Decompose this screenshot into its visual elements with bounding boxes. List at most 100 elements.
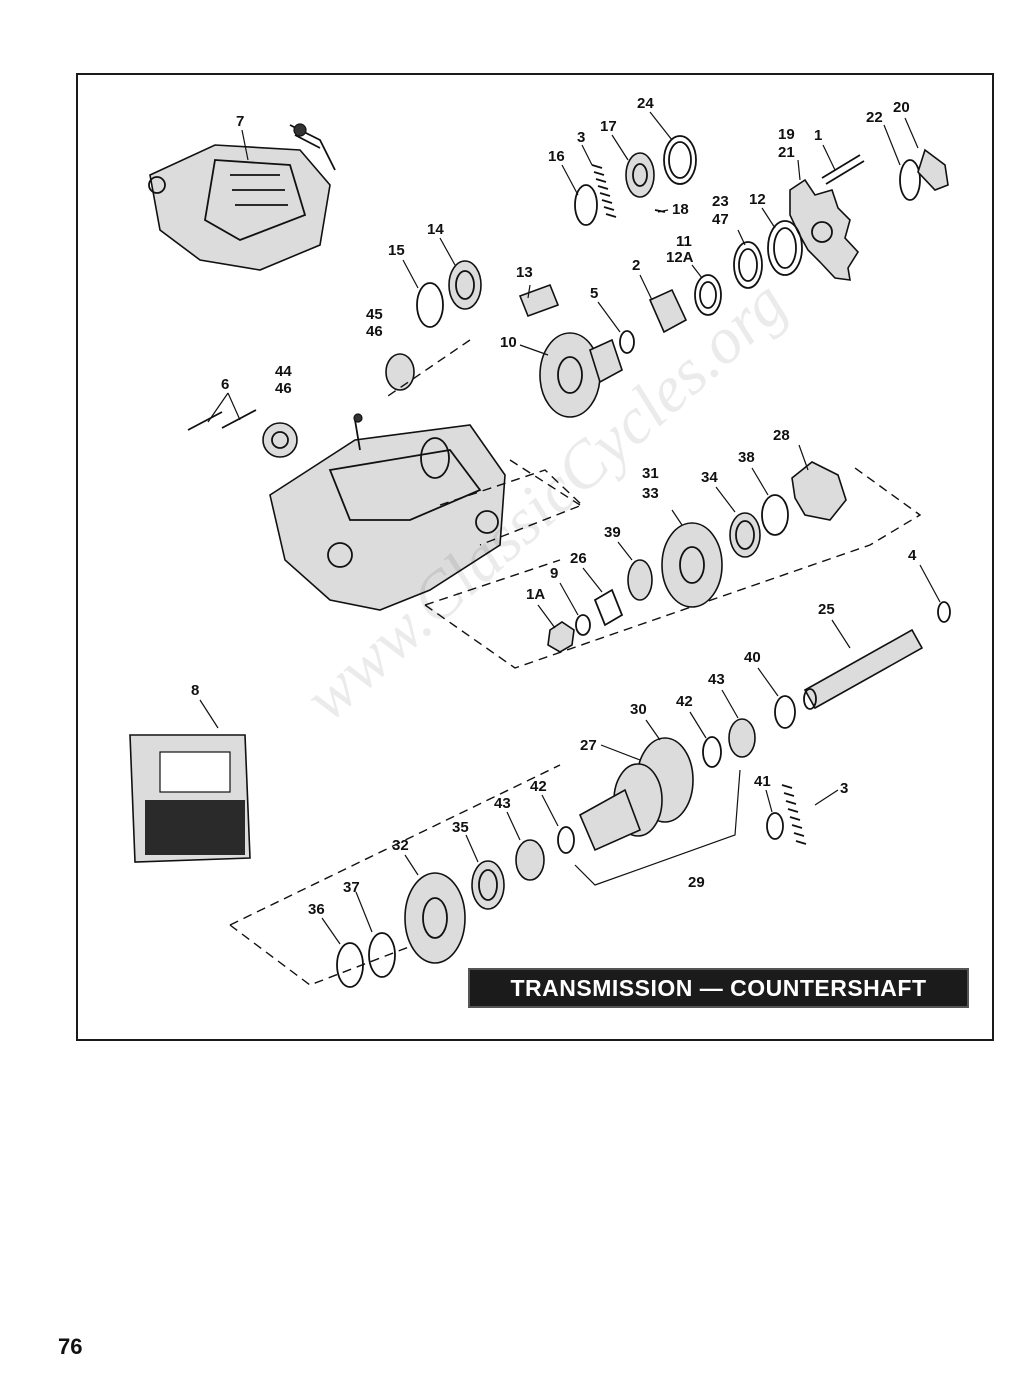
part-7-transmission-assembly [148,123,336,271]
part-14-bushing [448,260,482,310]
callout-19: 19 [778,126,795,143]
callout-46a: 46 [366,323,383,340]
part-40-ring [774,695,796,729]
callout-28: 28 [773,427,790,444]
callout-25: 25 [818,601,835,618]
callout-36: 36 [308,901,325,918]
part-32-gear [404,872,466,964]
callout-5: 5 [590,285,598,302]
part-11-bearing [694,274,722,316]
callout-34: 34 [701,469,718,486]
callout-17: 17 [600,118,617,135]
callout-22: 22 [866,109,883,126]
callout-13: 13 [516,264,533,281]
callout-40: 40 [744,649,761,666]
part-41-ring [766,812,784,840]
part-38-ring [761,494,789,536]
callout-38: 38 [738,449,755,466]
transmission-case [269,413,506,611]
title-banner: TRANSMISSION — COUNTERSHAFT [468,968,969,1008]
callout-6: 6 [221,376,229,393]
part-36-ring [336,942,364,988]
callout-26: 26 [570,550,587,567]
callout-10: 10 [500,334,517,351]
callout-21: 21 [778,144,795,161]
part-22-washer [899,159,921,201]
callout-14: 14 [427,221,444,238]
callout-12a: 12A [666,249,694,266]
part-3-spring [591,164,617,218]
part-6-studs [187,409,257,431]
part-12-ring [767,220,803,276]
callout-43a: 43 [708,671,725,688]
callout-18: 18 [672,201,689,218]
part-16-ring [574,184,598,226]
dash-link-gear [384,339,471,399]
part-24-ring [663,135,697,185]
part-1-stud [821,154,865,185]
callout-12: 12 [749,191,766,208]
dash-box-lower [229,764,561,986]
callout-42b: 42 [530,778,547,795]
callout-16: 16 [548,148,565,165]
callout-11: 11 [676,233,692,250]
part-42b-ring [557,826,575,854]
callout-37: 37 [343,879,360,896]
part-17-seal [625,152,655,198]
callout-41: 41 [754,773,771,790]
callout-23: 23 [712,193,729,210]
callout-1a: 1A [526,586,545,603]
callout-43b: 43 [494,795,511,812]
callout-9: 9 [550,565,558,582]
callout-30: 30 [630,701,647,718]
part-13-sleeve [518,283,560,318]
part-3b-spring [781,784,807,845]
diagram-frame [76,73,994,1041]
callout-3b: 3 [840,780,848,797]
part-34-bearing [729,512,761,558]
leader-lines [199,111,941,945]
part-1a-nut [547,621,575,653]
part-5-washer [619,330,635,354]
callout-7: 7 [236,113,244,130]
page-number: 76 [58,1334,83,1359]
callout-20: 20 [893,99,910,116]
callout-8: 8 [191,682,199,699]
callout-31: 31 [642,465,659,482]
part-43-bearing [728,718,756,758]
dash-box-middle [424,467,922,669]
callout-1: 1 [814,127,822,144]
callout-39: 39 [604,524,621,541]
callout-4: 4 [908,547,917,564]
part-26-lockplate [593,588,624,627]
part-29-bracket [574,769,741,886]
part-37-ring [368,932,396,978]
part-8-gasket-kit [129,734,251,863]
dash-box-upper [439,459,584,546]
part-44-bushing [262,422,298,458]
callout-2: 2 [632,257,640,274]
callout-3a: 3 [577,129,585,146]
part-20-nut [917,148,949,191]
callout-29: 29 [688,874,705,891]
part-35-bearing [471,860,505,910]
part-31-gear [661,522,723,608]
callout-35: 35 [452,819,469,836]
callout-44: 44 [275,363,292,380]
part-25-shaft [803,628,924,710]
callout-27: 27 [580,737,597,754]
part-19-sprocket [789,178,860,281]
part-45-bushing [385,353,415,391]
callout-45: 45 [366,306,383,323]
callout-15: 15 [388,242,405,259]
callout-46b: 46 [275,380,292,397]
part-15-ring [416,282,444,328]
part-4-ring [937,601,951,623]
part-28-clutch [791,461,847,521]
callout-32: 32 [392,837,409,854]
part-23-spacer [733,241,763,289]
callout-33: 33 [642,485,659,502]
callout-labels: 7 24 17 3 16 18 19 21 1 22 20 23 47 12 1… [191,95,917,918]
part-39-washer [627,559,653,601]
